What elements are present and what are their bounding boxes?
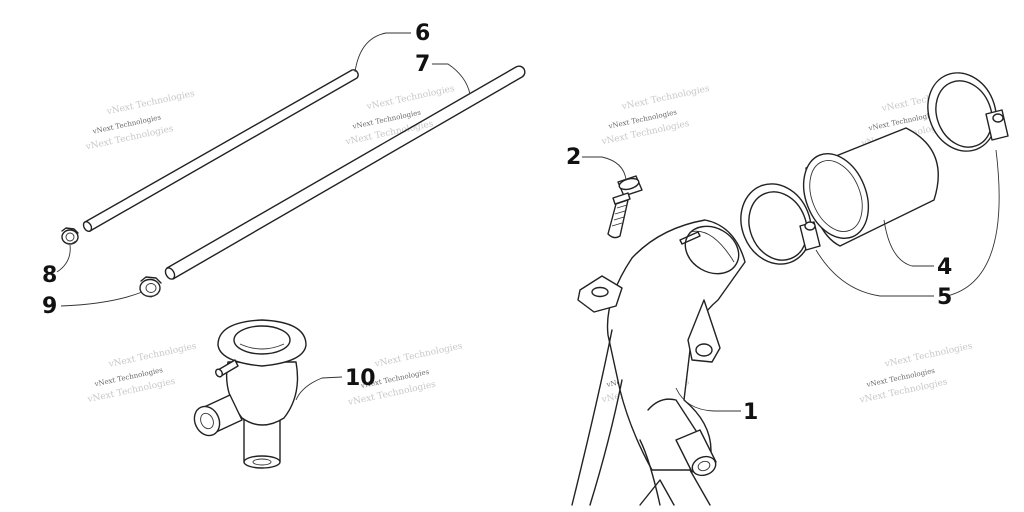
watermark-3: vNext Technologies vNext Technologies vN… bbox=[600, 84, 711, 148]
part-7-hose bbox=[164, 65, 526, 280]
leader-lines bbox=[56, 32, 1000, 412]
part-8-clamp bbox=[61, 227, 79, 245]
part-2-bolt bbox=[607, 175, 643, 239]
callout-2: 2 bbox=[566, 145, 581, 170]
part-4-sleeve bbox=[802, 127, 939, 247]
watermark-1: vNext Technologies vNext Technologies vN… bbox=[84, 89, 196, 153]
watermark-ghost-text: vNext Technologies bbox=[373, 341, 464, 370]
callout-4: 4 bbox=[937, 255, 952, 280]
watermark-ghost-text: vNext Technologies bbox=[107, 341, 198, 370]
part-10-valve bbox=[193, 319, 307, 469]
part-6-hose bbox=[82, 69, 359, 233]
watermark-2: vNext Technologies vNext Technologies vN… bbox=[344, 84, 456, 148]
callout-7: 7 bbox=[415, 52, 430, 77]
watermark-ghost-text: vNext Technologies bbox=[365, 84, 456, 113]
part-5-clamp-upper bbox=[927, 72, 1009, 152]
watermark-ghost-text: vNext Technologies bbox=[620, 84, 711, 113]
callout-6: 6 bbox=[415, 21, 430, 46]
part-5-clamp-lower bbox=[740, 183, 821, 265]
watermark-ghost-text: vNext Technologies bbox=[883, 341, 974, 370]
callout-1: 1 bbox=[743, 400, 758, 425]
watermark-ghost-text: vNext Technologies bbox=[105, 89, 196, 118]
callout-8: 8 bbox=[42, 263, 57, 288]
part-9-clamp bbox=[139, 276, 162, 298]
callout-10: 10 bbox=[345, 366, 376, 391]
watermark-5: vNext Technologies vNext Technologies vN… bbox=[86, 341, 198, 405]
callout-5: 5 bbox=[937, 285, 952, 310]
watermark-8: vNext Technologies vNext Technologies vN… bbox=[858, 341, 974, 406]
part-1-tube bbox=[571, 219, 746, 506]
callout-9: 9 bbox=[42, 294, 57, 319]
